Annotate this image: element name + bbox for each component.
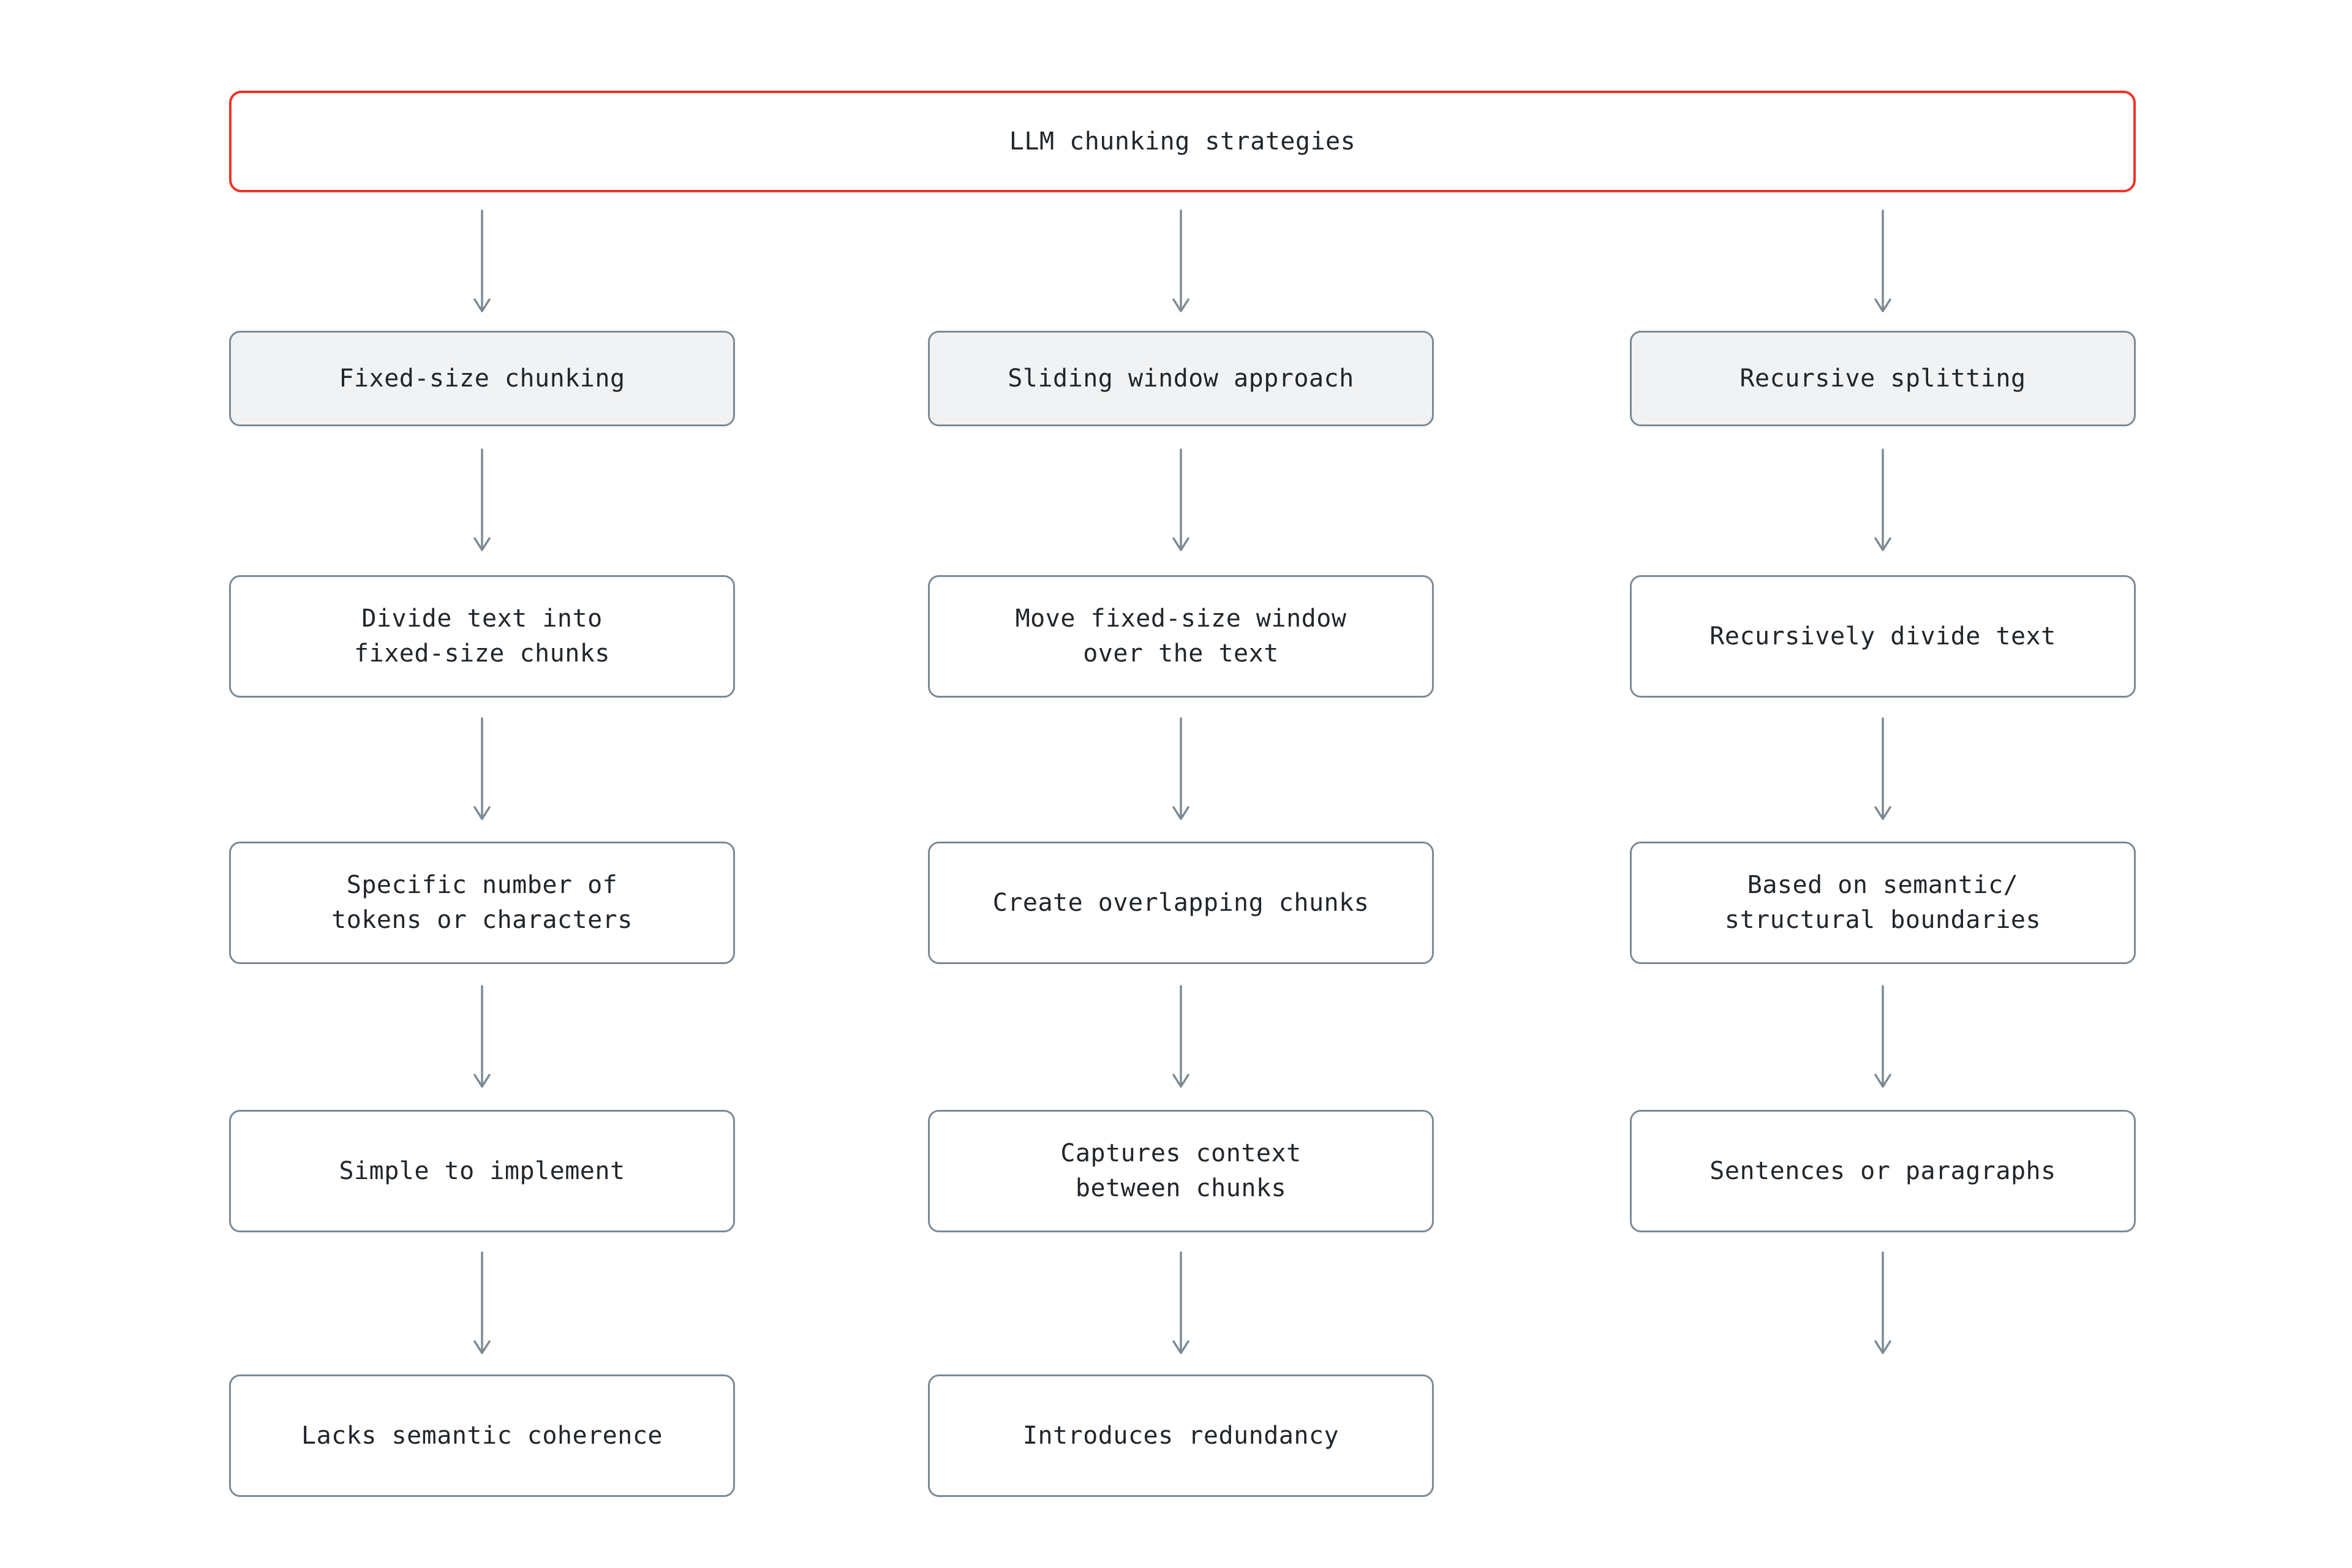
title-node: LLM chunking strategies	[229, 91, 2136, 192]
arrow-title-to-col1	[473, 209, 491, 312]
col1-step-2-node: Specific number of tokens or characters	[229, 842, 735, 964]
arrow-title-to-col2	[1172, 209, 1189, 312]
col1-step-1-node: Divide text into fixed-size chunks	[229, 575, 735, 698]
col2-step-2-node: Create overlapping chunks	[928, 842, 1434, 964]
col2-step-4-node: Introduces redundancy	[928, 1374, 1434, 1497]
col2-arrow-4	[1172, 1251, 1189, 1354]
arrow-title-to-col3	[1874, 209, 1891, 312]
col1-arrow-3	[473, 985, 491, 1088]
col3-arrow-2	[1874, 717, 1891, 820]
col3-arrow-3	[1874, 985, 1891, 1088]
col2-arrow-3	[1172, 985, 1189, 1088]
col2-arrow-2	[1172, 717, 1189, 820]
col1-arrow-1	[473, 448, 491, 551]
col3-step-3-node: Sentences or paragraphs	[1630, 1110, 2136, 1232]
col1-arrow-2	[473, 717, 491, 820]
col3-step-2-node: Based on semantic/ structural boundaries	[1630, 842, 2136, 964]
col2-step-3-node: Captures context between chunks	[928, 1110, 1434, 1232]
col3-step-1-node: Recursively divide text	[1630, 575, 2136, 698]
col3-header-node: Recursive splitting	[1630, 331, 2136, 426]
col1-header-node: Fixed-size chunking	[229, 331, 735, 426]
col3-arrow-1	[1874, 448, 1891, 551]
col1-step-4-node: Lacks semantic coherence	[229, 1374, 735, 1497]
col3-trailing-arrow	[1874, 1251, 1891, 1354]
col1-step-3-node: Simple to implement	[229, 1110, 735, 1232]
col2-arrow-1	[1172, 448, 1189, 551]
col1-arrow-4	[473, 1251, 491, 1354]
col2-step-1-node: Move fixed-size window over the text	[928, 575, 1434, 698]
col2-header-node: Sliding window approach	[928, 331, 1434, 426]
